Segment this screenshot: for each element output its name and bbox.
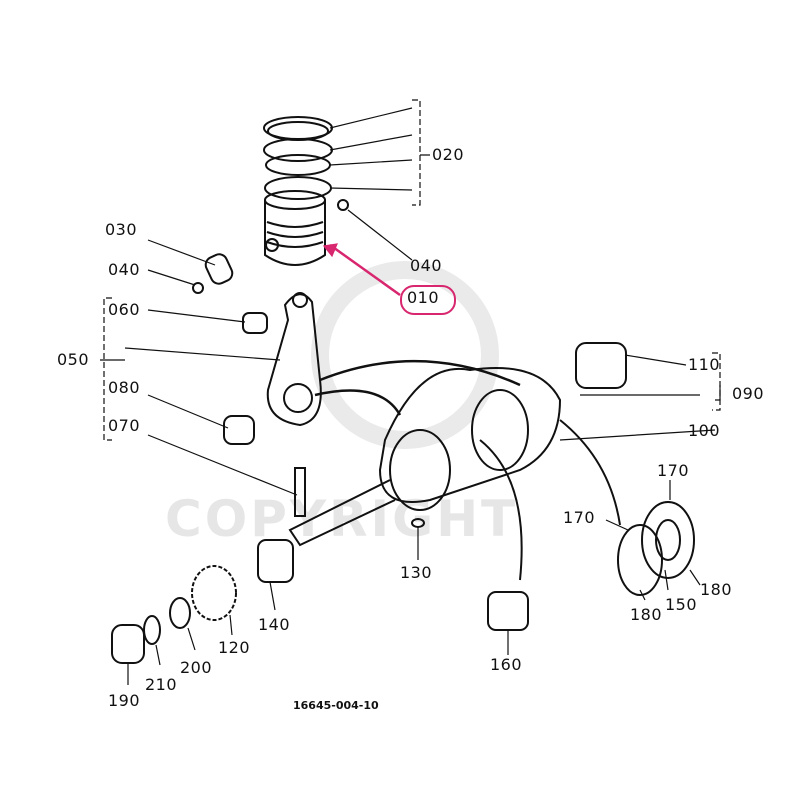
part-label-210[interactable]: 210 bbox=[145, 675, 178, 694]
part-label-090[interactable]: 090 bbox=[732, 384, 765, 403]
ring-210 bbox=[143, 615, 161, 645]
highlight-circle bbox=[400, 285, 456, 315]
crank-gear bbox=[191, 565, 237, 621]
connecting-rod bbox=[266, 292, 322, 427]
part-label-180[interactable]: 180 bbox=[700, 580, 733, 599]
part-label-140[interactable]: 140 bbox=[258, 615, 291, 634]
part-label-080[interactable]: 080 bbox=[108, 378, 141, 397]
part-label-030[interactable]: 030 bbox=[105, 220, 138, 239]
collar-190 bbox=[111, 624, 145, 664]
thrust-bearing bbox=[617, 501, 695, 596]
part-label-150[interactable]: 150 bbox=[665, 595, 698, 614]
bearing-140 bbox=[257, 539, 294, 583]
crankshaft bbox=[288, 367, 562, 547]
circlip bbox=[337, 199, 349, 211]
part-label-040[interactable]: 040 bbox=[108, 260, 141, 279]
part-label-190[interactable]: 190 bbox=[108, 691, 141, 710]
part-label-130[interactable]: 130 bbox=[400, 563, 433, 582]
part-label-100[interactable]: 100 bbox=[688, 421, 721, 440]
part-label-120[interactable]: 120 bbox=[218, 638, 251, 657]
part-label-060[interactable]: 060 bbox=[108, 300, 141, 319]
part-label-020[interactable]: 020 bbox=[432, 145, 465, 164]
bearing-160 bbox=[487, 591, 529, 631]
part-label-170[interactable]: 170 bbox=[563, 508, 596, 527]
part-label-110[interactable]: 110 bbox=[688, 355, 721, 374]
copyright-circle-watermark bbox=[311, 261, 499, 449]
drawing-code: 16645-004-10 bbox=[293, 699, 379, 712]
part-label-010[interactable]: 010 bbox=[407, 288, 440, 307]
copyright-watermark: COPYRIGHT bbox=[165, 490, 519, 548]
part-label-160[interactable]: 160 bbox=[490, 655, 523, 674]
piston-rings bbox=[263, 116, 333, 200]
part-label-050[interactable]: 050 bbox=[57, 350, 90, 369]
key bbox=[411, 518, 425, 528]
circlip bbox=[192, 282, 204, 294]
washer-200 bbox=[169, 597, 191, 629]
piston bbox=[264, 190, 326, 266]
main-bearing bbox=[575, 342, 627, 389]
part-label-040[interactable]: 040 bbox=[410, 256, 443, 275]
rod-bolt bbox=[294, 467, 306, 517]
piston-pin bbox=[204, 253, 234, 285]
part-label-070[interactable]: 070 bbox=[108, 416, 141, 435]
part-label-170[interactable]: 170 bbox=[657, 461, 690, 480]
part-label-200[interactable]: 200 bbox=[180, 658, 213, 677]
small-end-bushing bbox=[242, 312, 268, 334]
part-label-180[interactable]: 180 bbox=[630, 605, 663, 624]
rod-bearing bbox=[223, 415, 255, 445]
